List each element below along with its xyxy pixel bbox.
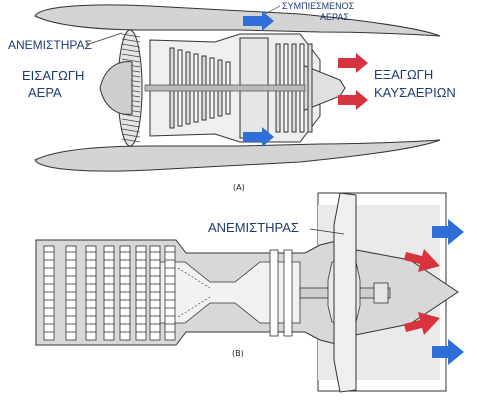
fan-blade-line <box>121 58 141 63</box>
blade-stack <box>135 245 147 341</box>
bypass-arrow-top <box>432 219 464 245</box>
fan-blade-line <box>121 138 141 143</box>
fan-label-b: ΑΝΕΜΙΣΤΗΡΑΣ <box>208 220 299 235</box>
compressed-air-leader <box>264 5 281 15</box>
bypass-arrow-bottom <box>432 339 464 365</box>
inner-passage-b <box>159 261 301 324</box>
turbine-stack <box>269 249 279 337</box>
cold-air-arrow-bottom <box>243 127 274 147</box>
exhaust-label-line2: ΚΑΥΣΑΕΡΙΩΝ <box>374 85 456 100</box>
exhaust-label-line1: ΕΞΑΓΩΓΗ <box>374 67 433 82</box>
caption-b: (B) <box>232 349 244 358</box>
fan-blade-line <box>121 133 141 138</box>
blade-stack <box>103 245 115 341</box>
compressor-blade-stacks <box>43 245 293 341</box>
stage-blade <box>307 43 313 133</box>
fan-blade-line <box>121 118 141 123</box>
fan-leader-b <box>309 228 345 235</box>
spinner <box>99 61 133 115</box>
fan-blade-line <box>121 48 141 53</box>
lower-nacelle <box>34 139 441 172</box>
blade-stack <box>65 245 77 341</box>
core-gas-arrow-bottom <box>404 312 440 335</box>
rear-bearing-b <box>373 282 389 304</box>
fan-blade-line <box>121 33 141 38</box>
cold-air-arrow-top <box>243 11 274 31</box>
blade-stack <box>149 245 161 341</box>
inlet-label-line1: ΕΙΣΑΓΩΓΗ <box>22 68 84 83</box>
blade-stack <box>85 245 97 341</box>
turbine-stack <box>283 249 293 337</box>
fan-blade-line <box>121 53 141 58</box>
fan-blade-line <box>121 38 141 43</box>
fan-blade-line <box>121 123 141 128</box>
fan-leader-a <box>85 32 123 46</box>
compressed-air-label-line1: ΣΥΜΠΙΕΣΜΕΝΟΣ <box>282 1 355 11</box>
hot-gas-arrow-top <box>338 53 368 73</box>
fan-blade-line <box>121 128 141 133</box>
compressed-air-label-line2: ΑΕΡΑΣ <box>320 12 349 22</box>
diagram-b: ΑΝΕΜΙΣΤΗΡΑΣ (B) <box>35 192 464 393</box>
blade-stack <box>119 245 131 341</box>
blade-stack <box>164 245 176 341</box>
core-gas-arrow-top <box>404 249 440 272</box>
main-shaft <box>144 84 306 92</box>
inlet-label-line2: ΑΕΡΑ <box>28 85 62 100</box>
hot-gas-arrow-bottom <box>338 90 368 110</box>
diagram-a: ΑΝΕΜΙΣΤΗΡΑΣ ΕΙΣΑΓΩΓΗ ΑΕΡΑ ΣΥΜΠΙΕΣΜΕΝΟΣ Α… <box>8 1 456 192</box>
fan-blade-b <box>333 192 357 393</box>
fan-label-a: ΑΝΕΜΙΣΤΗΡΑΣ <box>8 38 92 52</box>
upper-nacelle <box>34 4 441 37</box>
blade-stack <box>43 245 55 341</box>
caption-a: (A) <box>233 183 245 192</box>
fan-blade-line <box>121 43 141 48</box>
